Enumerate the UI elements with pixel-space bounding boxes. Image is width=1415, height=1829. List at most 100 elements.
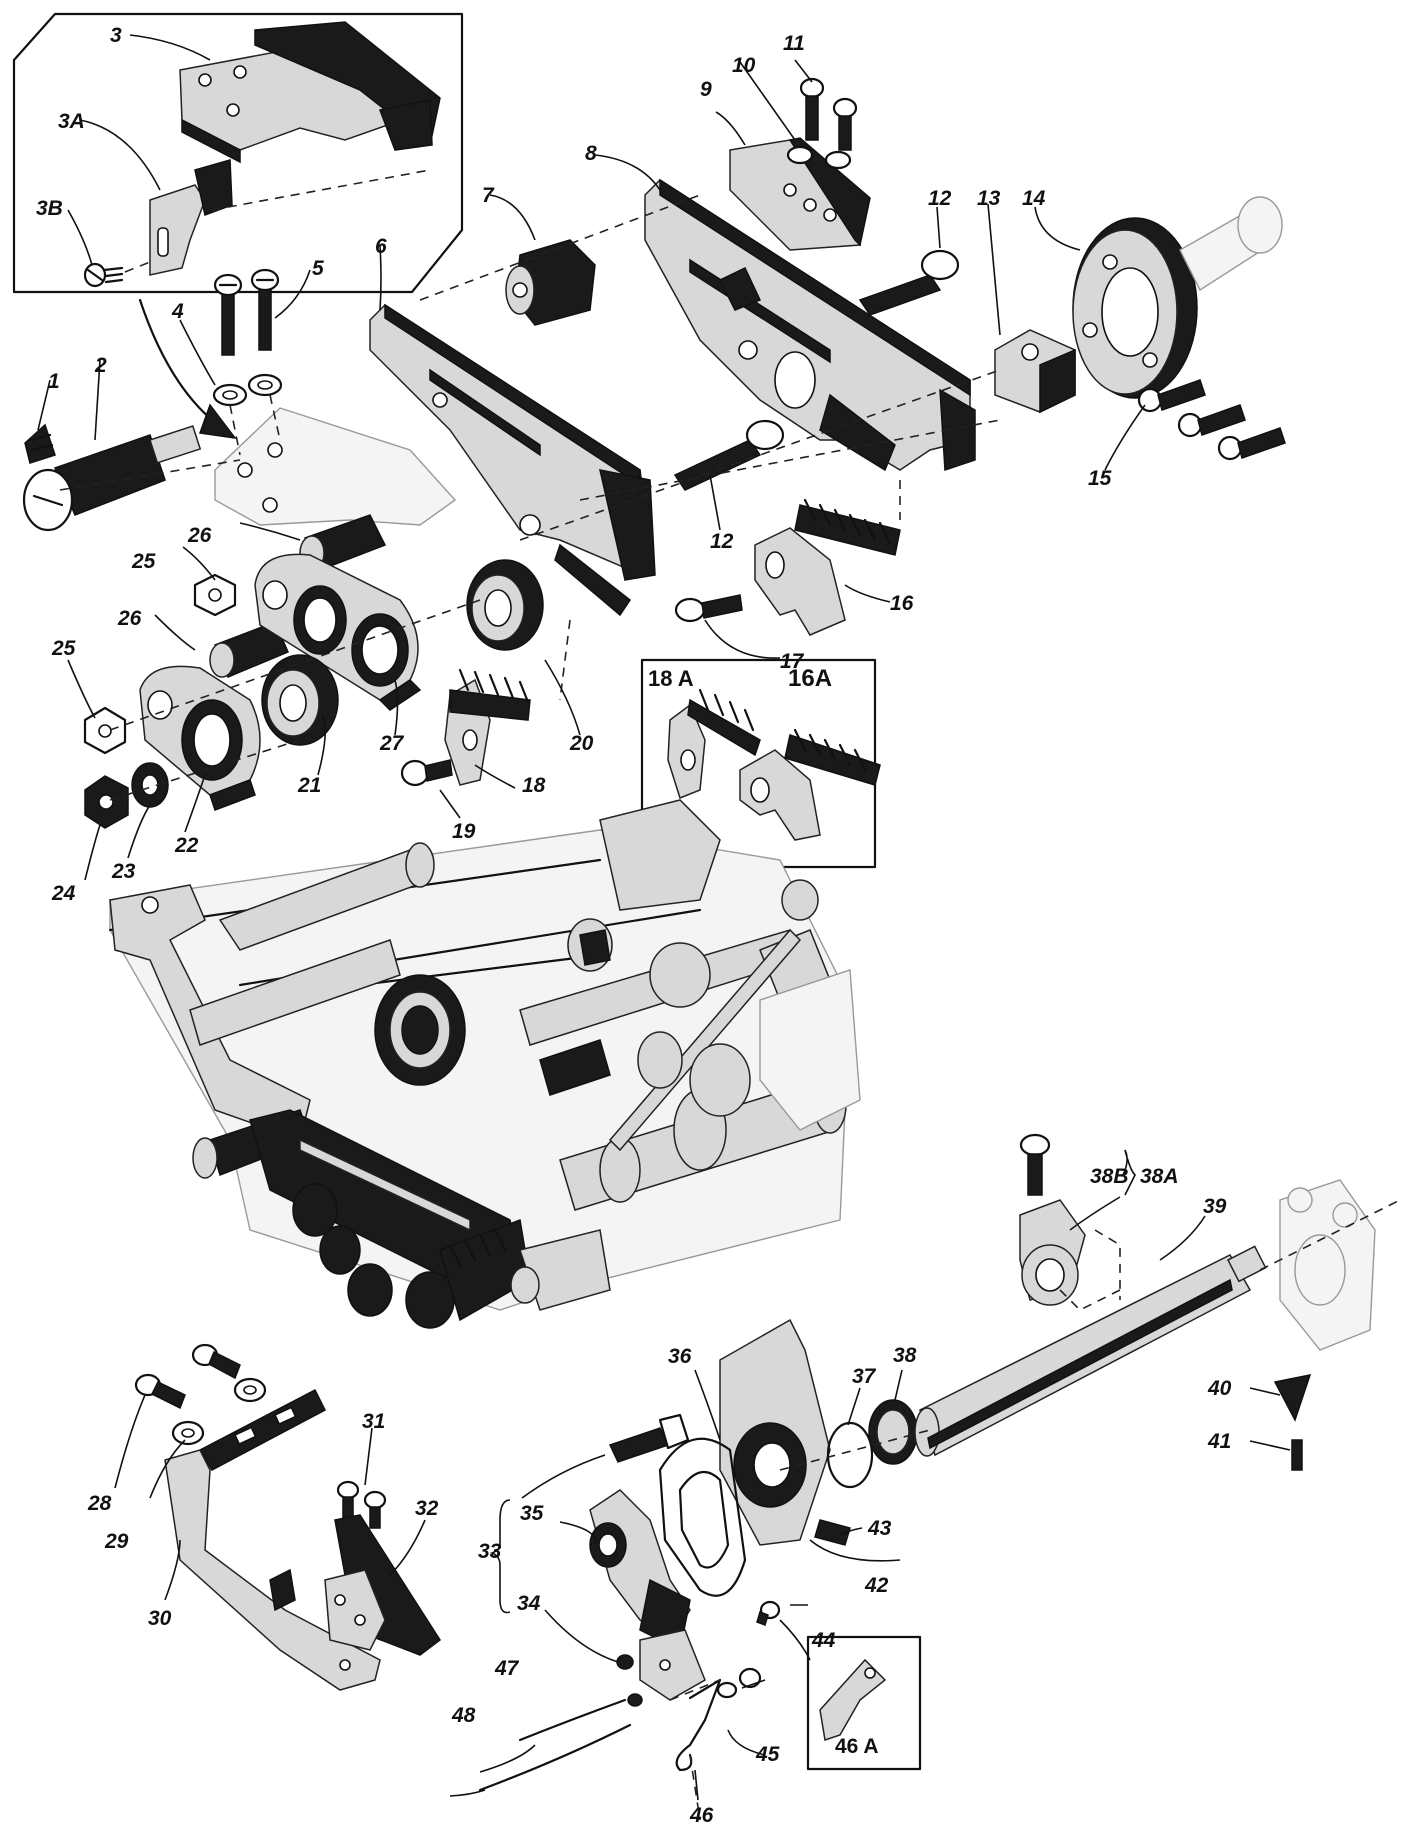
part-21-bearing-icon bbox=[261, 654, 339, 746]
label-47: 47 bbox=[494, 1657, 520, 1680]
label-15: 15 bbox=[1088, 467, 1112, 490]
label-2: 2 bbox=[94, 354, 107, 377]
part-29-washer-icon bbox=[171, 1377, 267, 1446]
label-48: 48 bbox=[451, 1704, 476, 1727]
label-25-top: 25 bbox=[131, 550, 156, 573]
part-20-bearing-icon bbox=[466, 559, 544, 651]
part-7-block-icon bbox=[505, 239, 596, 326]
label-21: 21 bbox=[297, 774, 321, 797]
part-5-screw-icon bbox=[213, 268, 283, 397]
label-18: 18 bbox=[522, 774, 546, 797]
label-42: 42 bbox=[864, 1574, 889, 1597]
label-34: 34 bbox=[517, 1592, 541, 1615]
label-30: 30 bbox=[148, 1607, 172, 1630]
part-24-nut-icon bbox=[84, 775, 129, 829]
part-4-washer-icon bbox=[212, 383, 248, 407]
part-16-feed-dog-icon bbox=[754, 498, 901, 636]
part-44-screw-icon bbox=[756, 1600, 781, 1626]
part-18-feed-dog-icon bbox=[444, 668, 531, 786]
part-3B-screw-icon bbox=[83, 262, 124, 288]
label-18A: 18 A bbox=[648, 666, 694, 691]
part-39-shaft-icon bbox=[914, 1245, 1267, 1457]
part-26-bushing-icon bbox=[209, 514, 387, 678]
label-16A: 16A bbox=[788, 665, 832, 692]
part-3A-icon bbox=[149, 159, 233, 276]
part-43-screw-icon bbox=[814, 1519, 851, 1546]
part-31-screw-icon bbox=[336, 1480, 387, 1529]
part-33-lever-icon bbox=[589, 1489, 706, 1701]
label-7: 7 bbox=[482, 184, 495, 207]
label-46: 46 bbox=[689, 1804, 714, 1827]
shaft-end-faded-icon bbox=[1179, 196, 1283, 292]
part-38B-screw-icon bbox=[1019, 1133, 1051, 1196]
label-38: 38 bbox=[893, 1344, 917, 1367]
part-34-screw-icon bbox=[616, 1654, 643, 1707]
assembly-guide-lines bbox=[59, 194, 1001, 801]
label-29: 29 bbox=[104, 1530, 129, 1553]
label-8: 8 bbox=[585, 142, 597, 165]
leader-lines bbox=[37, 34, 1291, 1801]
part-3-icon bbox=[179, 21, 441, 164]
label-10: 10 bbox=[732, 54, 756, 77]
label-6: 6 bbox=[375, 235, 387, 258]
label-17: 17 bbox=[780, 650, 805, 673]
label-3B: 3B bbox=[36, 197, 63, 220]
part-28-screw-icon bbox=[134, 1343, 241, 1410]
label-12-bottom: 12 bbox=[710, 530, 734, 553]
lower-guide-lines bbox=[669, 1199, 1401, 1821]
part-3-installed-icon bbox=[214, 407, 457, 526]
part-32-guide-plate-icon bbox=[324, 1514, 442, 1656]
part-38-washer-icon bbox=[868, 1399, 918, 1465]
part-23-washer-icon bbox=[131, 762, 169, 808]
label-46A: 46 A bbox=[835, 1735, 879, 1758]
part-16A-feed-dog-icon bbox=[739, 728, 881, 841]
label-27: 27 bbox=[379, 732, 405, 755]
label-4: 4 bbox=[171, 300, 184, 323]
label-33: 33 bbox=[478, 1540, 502, 1563]
label-32: 32 bbox=[415, 1497, 439, 1520]
part-labels: 3 3A 3B 1 2 4 5 6 7 8 9 10 11 12 13 14 1… bbox=[36, 24, 1232, 1827]
label-13: 13 bbox=[977, 187, 1001, 210]
label-19: 19 bbox=[452, 820, 476, 843]
part-36-cam-plate-icon bbox=[719, 1318, 831, 1546]
label-40: 40 bbox=[1207, 1377, 1232, 1400]
part-37-ring-icon bbox=[826, 1421, 874, 1489]
part-47-wire-icon bbox=[518, 1698, 627, 1742]
part-11-screw-icon bbox=[799, 77, 858, 151]
label-39: 39 bbox=[1203, 1195, 1227, 1218]
label-35: 35 bbox=[520, 1502, 544, 1525]
label-41: 41 bbox=[1207, 1430, 1231, 1453]
part-25-nut-icon bbox=[83, 573, 237, 755]
label-23: 23 bbox=[111, 860, 136, 883]
part-6-feed-bar-icon bbox=[369, 303, 656, 617]
part-40-wedge-icon bbox=[1273, 1374, 1312, 1422]
label-45: 45 bbox=[755, 1743, 780, 1766]
label-37: 37 bbox=[852, 1365, 877, 1388]
label-28: 28 bbox=[87, 1492, 112, 1515]
inset-panel-46A bbox=[806, 1635, 922, 1771]
label-26-bottom: 26 bbox=[117, 607, 142, 630]
label-26-top: 26 bbox=[187, 524, 212, 547]
part-41-pin-icon bbox=[1291, 1439, 1303, 1471]
label-44: 44 bbox=[811, 1629, 836, 1652]
label-16: 16 bbox=[890, 592, 914, 615]
part-22-link-icon bbox=[139, 665, 261, 811]
label-24: 24 bbox=[51, 882, 76, 905]
part-13-block-icon bbox=[994, 329, 1076, 414]
part-30-bracket-icon bbox=[164, 1388, 381, 1691]
label-25-bottom: 25 bbox=[51, 637, 76, 660]
part-36-gasket-icon bbox=[658, 1437, 747, 1597]
part-19-screw-icon bbox=[400, 759, 453, 787]
label-11: 11 bbox=[783, 32, 805, 55]
label-36: 36 bbox=[668, 1345, 692, 1368]
label-31: 31 bbox=[362, 1410, 385, 1433]
label-5: 5 bbox=[312, 257, 324, 280]
sewing-machine-assembly bbox=[108, 799, 861, 1329]
part-2-shaft-icon bbox=[22, 425, 202, 532]
inset-panel-feed-dogs bbox=[640, 658, 881, 869]
part-14-ring-icon bbox=[1072, 217, 1198, 399]
part-35-screw-icon bbox=[608, 1413, 690, 1463]
label-12-top: 12 bbox=[928, 187, 952, 210]
part-17-screw-icon bbox=[674, 594, 743, 623]
